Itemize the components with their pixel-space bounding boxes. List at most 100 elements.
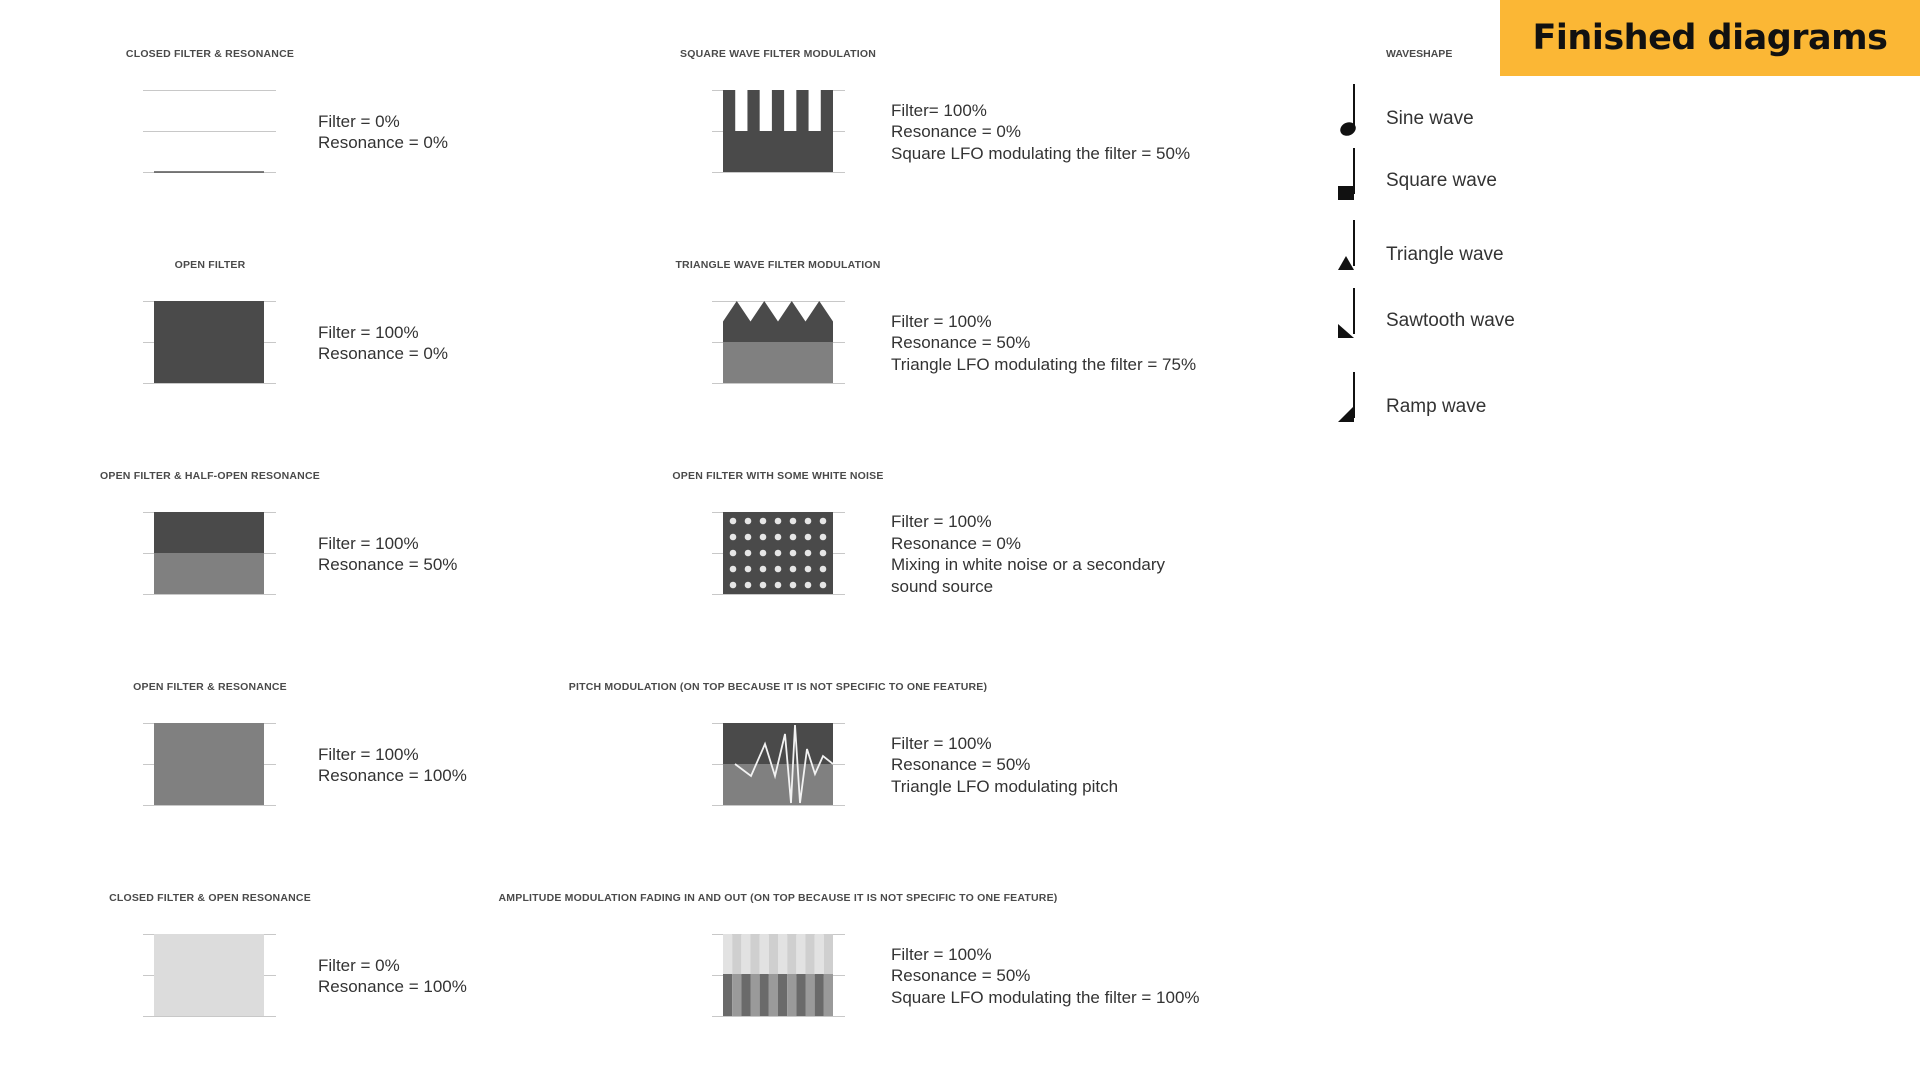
noise-dot — [789, 581, 797, 589]
amplitude-upper-bar — [741, 934, 751, 974]
diagram-panel: AMPLITUDE MODULATION FADING IN AND OUT (… — [499, 892, 1200, 1072]
noise-dot — [804, 549, 812, 557]
description-line: Resonance = 0% — [891, 533, 1021, 553]
panel-description: Filter = 0%Resonance = 100% — [318, 955, 678, 998]
diagram-panel: OPEN FILTER Filter = 100% Resonance = 0% — [20, 259, 580, 439]
waveform-diagram — [154, 171, 264, 173]
filter-area — [723, 723, 833, 764]
waveform-diagram — [154, 301, 264, 383]
amplitude-upper-bar — [750, 934, 760, 974]
noise-dot — [759, 517, 767, 525]
description-line: Filter = 100% — [891, 733, 992, 753]
panel-description: Filter = 100%Resonance = 0%Mixing in whi… — [891, 511, 1251, 597]
noise-dot — [804, 533, 812, 541]
legend-item: Square wave — [1330, 146, 1630, 206]
square-lfo-gap — [784, 90, 797, 131]
waveform-diagram — [154, 723, 264, 805]
panel-description: Filter = 100% Resonance = 0% — [318, 322, 678, 365]
noise-dot — [789, 517, 797, 525]
noise-dot — [729, 565, 737, 573]
noise-dot — [774, 517, 782, 525]
noise-dot — [819, 517, 827, 525]
sawtooth-wave-icon — [1338, 288, 1355, 338]
description-line: Filter= 100% — [891, 100, 987, 120]
panel-title: SQUARE WAVE FILTER MODULATION — [680, 48, 876, 60]
description-line: Triangle LFO modulating the filter = 75% — [891, 354, 1197, 374]
noise-dot — [729, 581, 737, 589]
panel-title: OPEN FILTER & HALF-OPEN RESONANCE — [100, 470, 320, 482]
amplitude-lower-bar — [768, 974, 778, 1016]
panel-title: OPEN FILTER — [174, 259, 246, 271]
amplitude-upper-bar — [823, 934, 833, 974]
panel-title: PITCH MODULATION (ON TOP BECAUSE IT IS N… — [568, 681, 988, 693]
sine-wave-icon — [1340, 84, 1356, 136]
description-line: Resonance = 50% — [318, 555, 458, 574]
noise-dot — [774, 565, 782, 573]
amplitude-upper-bar — [768, 934, 778, 974]
description-line: Filter = 100% — [318, 322, 419, 342]
resonance-area — [154, 553, 264, 594]
header-badge: Finished diagrams — [1500, 0, 1920, 76]
panel-title: TRIANGLE WAVE FILTER MODULATION — [675, 259, 881, 271]
header-title: Finished diagrams — [1532, 18, 1888, 58]
noise-dot — [789, 549, 797, 557]
gridline — [143, 383, 276, 384]
description-line: Filter = 100% — [891, 311, 992, 331]
description-line: sound source — [891, 576, 994, 596]
description-line: Resonance = 100% — [318, 766, 467, 785]
amplitude-upper-bar — [759, 934, 769, 974]
gridline — [712, 805, 845, 806]
noise-dot — [744, 517, 752, 525]
amplitude-lower-bar — [814, 974, 824, 1016]
legend-label: Square wave — [1386, 170, 1497, 191]
noise-dot — [819, 533, 827, 541]
noise-dot — [804, 565, 812, 573]
square-lfo-gap — [808, 90, 821, 131]
noise-dot — [819, 549, 827, 557]
ramp-wave-icon — [1338, 372, 1355, 422]
pitch-lfo-line — [734, 724, 834, 804]
description-line: Filter = 0% — [318, 111, 400, 131]
square-lfo-gap — [759, 90, 772, 131]
description-line: Mixing in white noise or a secondary — [891, 555, 1166, 574]
description-line: Resonance = 0% — [318, 344, 448, 363]
panel-description: Filter = 100%Resonance = 100% — [318, 744, 678, 787]
description-line: Square LFO modulating the filter = 100% — [891, 987, 1200, 1007]
noise-dot — [729, 533, 737, 541]
gridline — [712, 383, 845, 384]
description-line: Resonance = 100% — [318, 977, 467, 996]
noise-dot — [789, 565, 797, 573]
amplitude-lower-bar — [787, 974, 797, 1016]
amplitude-lower-bar — [741, 974, 751, 1016]
gridline — [712, 594, 845, 595]
filter-area — [154, 301, 264, 383]
panel-description: Filter = 100%Resonance = 50% — [318, 533, 678, 576]
amplitude-upper-bar — [814, 934, 824, 974]
panel-description: Filter = 100%Resonance = 50%Square LFO m… — [891, 944, 1251, 1009]
amplitude-lower-bar — [823, 974, 833, 1016]
diagram-panel: TRIANGLE WAVE FILTER MODULATION Filter = … — [590, 259, 1196, 439]
waveform-diagram — [723, 90, 833, 172]
noise-dot — [759, 565, 767, 573]
amplitude-lower-bar — [723, 974, 733, 1016]
resonance-area — [154, 723, 264, 805]
noise-dot — [759, 533, 767, 541]
panel-title: CLOSED FILTER & OPEN RESONANCE — [109, 892, 311, 904]
noise-dot — [774, 581, 782, 589]
filter-area — [154, 512, 264, 553]
legend-item: Ramp wave — [1330, 370, 1630, 430]
legend-item: Sine wave — [1330, 82, 1630, 142]
resonance-area — [154, 934, 264, 1016]
noise-dot — [819, 581, 827, 589]
waveform-diagram — [723, 301, 833, 383]
waveform-diagram — [154, 512, 264, 594]
legend-label: Sine wave — [1386, 108, 1474, 129]
triangle-wave-icon — [1338, 220, 1355, 270]
description-line: Square LFO modulating the filter = 50% — [891, 143, 1191, 163]
noise-dot — [759, 549, 767, 557]
noise-dot — [804, 581, 812, 589]
diagram-panel: SQUARE WAVE FILTER MODULATION Filter= 100… — [590, 48, 1190, 228]
